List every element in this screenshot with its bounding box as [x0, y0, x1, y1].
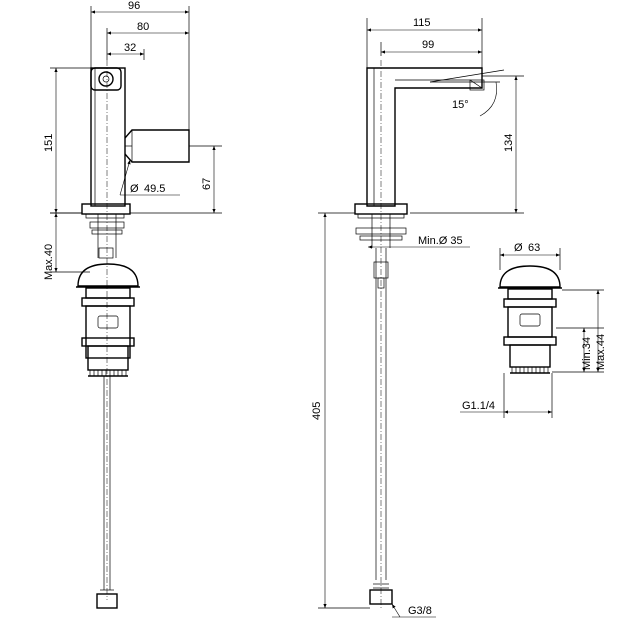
- dim-min34-label: Min.34: [581, 337, 593, 370]
- dim-67-label: 67: [201, 178, 213, 190]
- dim-80-label: 80: [137, 21, 149, 33]
- side-view: 115 99 15° 134 Min.Ø 35: [311, 17, 524, 618]
- dim-angle-label: 15°: [452, 99, 469, 111]
- dim-96-label: 96: [128, 0, 140, 12]
- dim-151-label: 151: [43, 134, 55, 152]
- front-view: 96 80 32 151 Max.40 67: [43, 0, 222, 609]
- faucet-body-side: [366, 67, 483, 207]
- dim-g38-label: G3/8: [408, 605, 432, 617]
- dim-99-label: 99: [422, 39, 434, 51]
- dim-g114-label: G1.1/4: [462, 400, 495, 412]
- dim-115-label: 115: [413, 17, 431, 29]
- dim-diameter-symbol-2: Ø: [514, 242, 523, 254]
- dim-32-label: 32: [124, 42, 136, 54]
- dim-49-5-label: 49.5: [144, 183, 165, 195]
- dim-max40-label: Max.40: [43, 244, 55, 280]
- dim-min-diameter-label: Min.Ø 35: [418, 235, 463, 247]
- dim-max44-label: Max.44: [595, 334, 607, 370]
- dim-63-label: 63: [528, 242, 540, 254]
- side-lever: [124, 129, 190, 163]
- dim-134-label: 134: [503, 134, 515, 152]
- waste-detail: Ø 63 Min.34 Max.44 G1.1/4: [460, 242, 607, 418]
- handle-knob: [98, 71, 114, 87]
- waste-front: [76, 263, 140, 609]
- dim-diameter-symbol-1: Ø: [130, 183, 139, 195]
- dim-405-label: 405: [311, 402, 323, 420]
